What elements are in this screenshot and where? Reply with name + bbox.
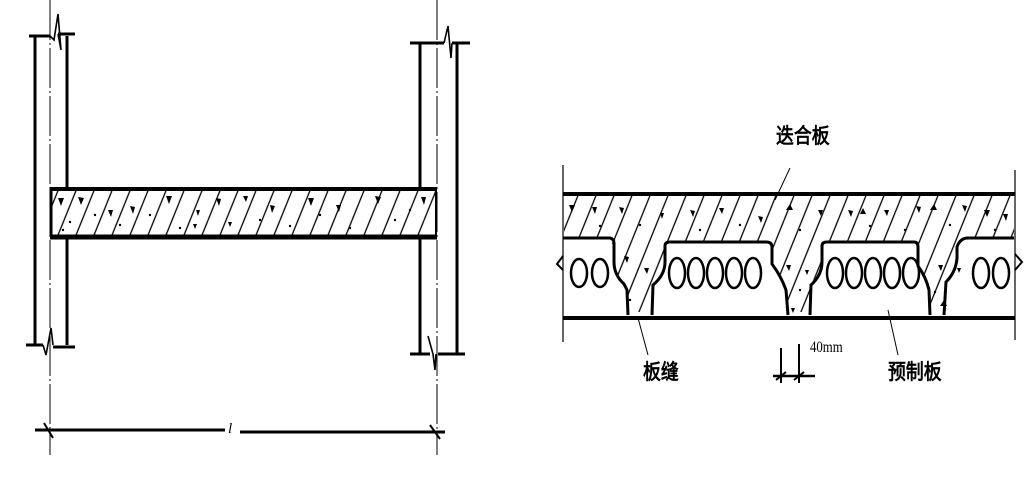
- precast-slab-label: 预制板: [888, 360, 942, 384]
- composite-slab-label: 迭合板: [776, 124, 830, 148]
- composite-slab-topping: [563, 192, 1015, 312]
- right-wall: [410, 0, 470, 455]
- joint-width-label: 40mm: [810, 339, 843, 356]
- leader-lines: [637, 167, 899, 356]
- cast-in-place-slab: [49, 187, 437, 240]
- hollow-cores: [569, 256, 1011, 290]
- aggregate-marks: [569, 204, 1008, 313]
- right-diagram: [555, 165, 1024, 383]
- span-dimension-line: [35, 422, 445, 440]
- span-label: l: [228, 421, 233, 437]
- left-diagram: [26, 0, 470, 455]
- left-wall: [26, 0, 75, 455]
- joint-width-dimension: [773, 344, 815, 383]
- slab-joint-label: 板缝: [643, 360, 679, 384]
